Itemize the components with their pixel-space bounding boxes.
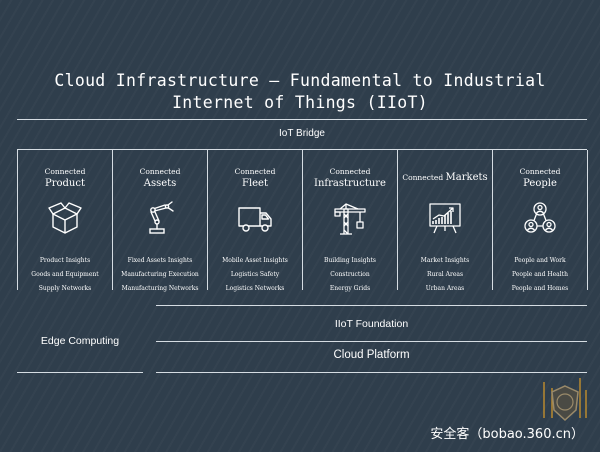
column-name: Infrastructure [314,178,386,189]
column-items: Fixed Assets Insights Manufacturing Exec… [113,254,207,296]
column-items: Market Insights Rural Areas Urban Areas [398,254,492,296]
column-connected-fleet: Connected Fleet Mobile Asset Insights Lo… [208,150,303,292]
column-connected-assets: Connected Assets Fixed Assets Insights M… [113,150,208,292]
list-item: Urban Areas [425,285,465,292]
list-item: Product Insights [39,257,91,264]
bridge-divider [17,149,587,150]
list-item: Construction [330,271,370,278]
cloud-bottom-line [156,372,587,373]
list-item: Logistics Networks [225,285,285,292]
column-items: Building Insights Construction Energy Gr… [303,254,397,296]
list-item: Building Insights [324,257,376,264]
list-item: Manufacturing Networks [121,285,199,292]
foundation-top-line [156,305,587,306]
edge-bottom-line [17,372,143,373]
column-items: People and Work People and Health People… [493,254,587,296]
title-line-2: Internet of Things (IIoT) [172,93,428,112]
watermark-text: 安全客（bobao.360.cn） [430,427,584,442]
list-item: Supply Networks [38,285,92,292]
column-title: Connected People [493,166,587,190]
column-connected-infrastructure: Connected Infrastructure Building Insigh… [303,150,398,292]
robot-arm-icon [149,201,174,234]
list-item: People and Health [512,271,568,278]
column-name: Fleet [242,178,268,189]
list-item: Rural Areas [426,271,464,278]
people-network-icon [524,202,556,233]
list-item: Goods and Equipment [31,271,99,278]
column-name: Assets [143,178,177,189]
column-name: People [523,178,557,189]
iot-bridge-label: IoT Bridge [279,128,325,139]
box-icon [48,202,82,234]
list-item: Mobile Asset Insights [222,257,288,264]
list-item: People and Work [514,257,566,264]
list-item: Energy Grids [329,285,371,292]
foundation-bottom-line [156,341,587,342]
column-prefix: Connected [329,167,371,176]
column-name: Markets [445,172,488,183]
column-title: Connected Markets [398,172,492,184]
connected-columns: Connected Product Product Insights Goods… [17,150,588,292]
column-title: Connected Product [18,166,112,190]
list-item: Manufacturing Execution [121,271,199,278]
list-item: Logistics Safety [230,271,280,278]
column-prefix: Connected [519,167,561,176]
column-prefix: Connected [402,173,444,182]
column-title: Connected Fleet [208,166,302,190]
list-item: Market Insights [420,257,470,264]
list-item: Fixed Assets Insights [127,257,193,264]
cloud-platform-label: Cloud Platform [333,349,410,361]
iiot-foundation-label: IIoT Foundation [334,318,409,330]
crane-icon [334,203,366,235]
column-title: Connected Infrastructure [303,166,397,190]
edge-computing-label: Edge Computing [40,335,120,347]
column-name: Product [45,178,85,189]
shield-logo-icon [543,378,587,422]
column-title: Connected Assets [113,166,207,190]
title-divider [17,119,587,120]
column-connected-people: Connected People People and Work People … [493,150,588,292]
list-item: People and Homes [511,285,569,292]
truck-icon [238,207,272,232]
column-prefix: Connected [234,167,276,176]
title-line-1: Cloud Infrastructure – Fundamental to In… [54,71,546,90]
column-prefix: Connected [139,167,181,176]
column-connected-product: Connected Product Product Insights Goods… [18,150,113,292]
chart-board-icon [429,203,461,234]
diagram-title: Cloud Infrastructure – Fundamental to In… [20,70,580,114]
column-items: Product Insights Goods and Equipment Sup… [18,254,112,296]
column-items: Mobile Asset Insights Logistics Safety L… [208,254,302,296]
column-prefix: Connected [44,167,86,176]
column-connected-markets: Connected Markets Market Insights Rural … [398,150,493,292]
